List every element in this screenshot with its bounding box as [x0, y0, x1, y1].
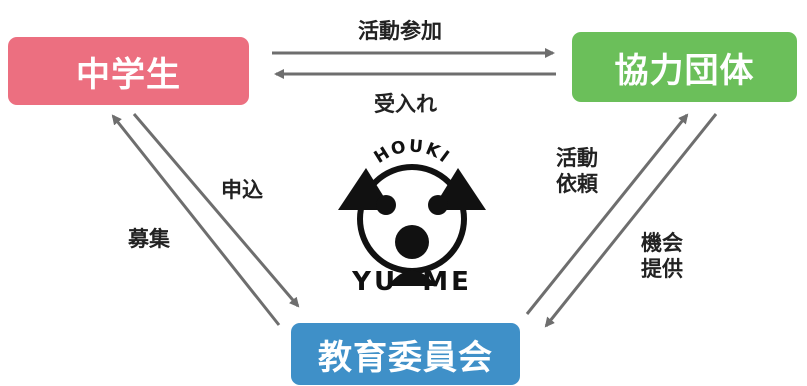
- edge-label-opportunity-line1: 機会: [641, 231, 683, 255]
- svg-text:HOUKI: HOUKI: [371, 136, 455, 168]
- node-board-label: 教育委員会: [318, 337, 493, 378]
- node-student: 中学生: [8, 37, 249, 105]
- node-board: 教育委員会: [291, 323, 520, 385]
- edge-label-participation: 活動参加: [358, 19, 442, 43]
- edge-label-opportunity: 機会 提供: [636, 230, 688, 282]
- edge-label-apply: 申込: [221, 178, 263, 202]
- edge-label-recruit: 募集: [128, 227, 170, 251]
- edge-label-request-line2: 依頼: [556, 172, 598, 196]
- node-partner-label: 協力団体: [614, 50, 755, 91]
- node-student-label: 中学生: [76, 54, 181, 95]
- node-partner: 協力団体: [572, 32, 797, 102]
- edge-label-accept: 受入れ: [374, 92, 437, 116]
- edge-label-opportunity-line2: 提供: [641, 257, 683, 281]
- logo-bottom-text: YU ME: [351, 267, 472, 297]
- edge-label-request: 活動 依頼: [551, 145, 603, 197]
- arrow-recruit: [111, 114, 281, 326]
- arrow-opportunity: [544, 113, 718, 328]
- edge-label-request-line1: 活動: [556, 146, 598, 170]
- logo-top-text: HOUKI: [371, 136, 453, 168]
- arrow-request: [525, 113, 689, 315]
- arrow-apply: [132, 113, 300, 308]
- houki-yume-logo: HOUKI YU ME: [338, 136, 486, 297]
